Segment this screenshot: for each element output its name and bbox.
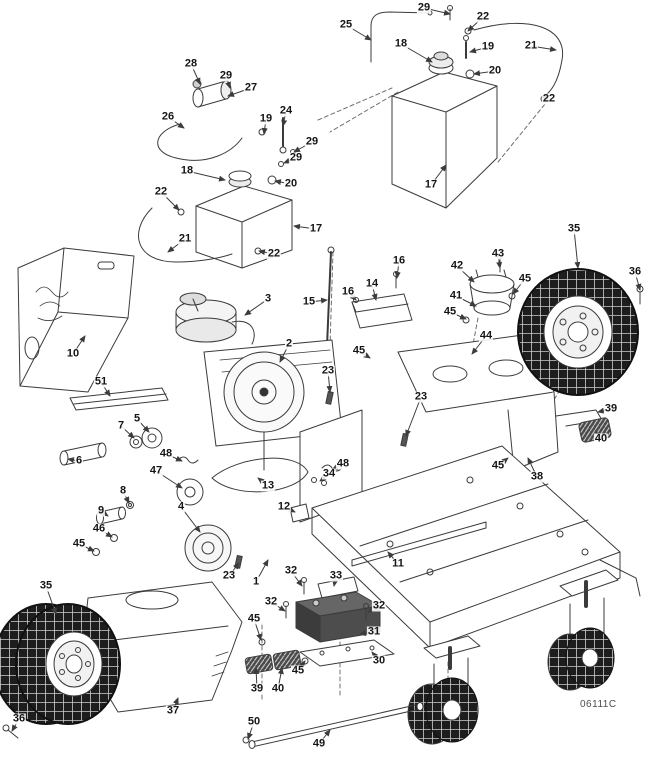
- part-callout-29: 29: [288, 151, 304, 164]
- diagram-code: 06111C: [580, 699, 617, 710]
- part-callout-8: 8: [118, 484, 128, 497]
- part-callout-11: 11: [391, 557, 405, 570]
- rear-tire-right: [517, 268, 644, 396]
- part-callout-45: 45: [71, 537, 87, 550]
- fuel-tank-left: [138, 170, 293, 269]
- part-callout-12: 12: [276, 500, 292, 513]
- part-callout-21: 21: [523, 39, 539, 52]
- part-callout-15: 15: [301, 295, 317, 308]
- part-callout-29: 29: [416, 1, 432, 14]
- part-callout-36: 36: [11, 712, 27, 725]
- part-callout-31: 31: [366, 625, 382, 638]
- part-callout-44: 44: [478, 329, 494, 342]
- belt-shield: [17, 247, 135, 393]
- part-callout-5: 5: [132, 412, 142, 425]
- part-callout-34: 34: [321, 467, 337, 480]
- clutch-assembly: [59, 427, 343, 572]
- part-callout-46: 46: [91, 522, 107, 535]
- part-callout-49: 49: [311, 737, 327, 750]
- part-callout-19: 19: [480, 40, 496, 53]
- part-callout-45: 45: [246, 612, 262, 625]
- frame: [299, 409, 641, 649]
- part-callout-1: 1: [251, 575, 261, 588]
- part-callout-9: 9: [96, 504, 106, 517]
- part-callout-40: 40: [270, 682, 286, 695]
- battery-assembly: [244, 576, 395, 675]
- part-callout-45: 45: [442, 305, 458, 318]
- part-callout-39: 39: [603, 402, 619, 415]
- part-callout-19: 19: [258, 112, 274, 125]
- part-callout-2: 2: [284, 337, 294, 350]
- part-callout-45: 45: [290, 664, 306, 677]
- vent-hose-left: [157, 79, 296, 185]
- part-callout-41: 41: [448, 289, 464, 302]
- part-callout-42: 42: [449, 259, 465, 272]
- part-callout-45: 45: [490, 459, 506, 472]
- caster-front-right: [547, 569, 619, 691]
- part-callout-21: 21: [177, 232, 193, 245]
- part-callout-3: 3: [263, 292, 273, 305]
- part-callout-25: 25: [338, 18, 354, 31]
- part-callout-27: 27: [243, 81, 259, 94]
- caster-front-left: [407, 635, 481, 745]
- part-callout-13: 13: [260, 479, 276, 492]
- part-callout-4: 4: [176, 500, 186, 513]
- part-callout-20: 20: [487, 64, 503, 77]
- part-callout-45: 45: [517, 272, 533, 285]
- part-callout-38: 38: [529, 470, 545, 483]
- part-callout-22: 22: [541, 92, 557, 105]
- lift-rod-and-bracket: [326, 246, 413, 347]
- part-callout-47: 47: [148, 464, 164, 477]
- part-callout-32: 32: [263, 595, 279, 608]
- support-rod-bottom: [242, 702, 424, 749]
- part-callout-10: 10: [65, 347, 81, 360]
- engine: [175, 292, 409, 569]
- rear-panel: [397, 333, 612, 471]
- part-callout-50: 50: [246, 715, 262, 728]
- part-callout-36: 36: [627, 265, 643, 278]
- part-callout-6: 6: [74, 454, 84, 467]
- part-callout-40: 40: [593, 432, 609, 445]
- part-callout-43: 43: [490, 247, 506, 260]
- part-callout-48: 48: [335, 457, 351, 470]
- part-callout-48: 48: [158, 447, 174, 460]
- footplate: [81, 581, 243, 713]
- part-callout-33: 33: [328, 569, 344, 582]
- part-callout-28: 28: [183, 57, 199, 70]
- part-callout-16: 16: [340, 285, 356, 298]
- part-callout-22: 22: [266, 247, 282, 260]
- part-callout-35: 35: [38, 579, 54, 592]
- part-callout-22: 22: [153, 185, 169, 198]
- part-callout-16: 16: [391, 254, 407, 267]
- part-callout-20: 20: [283, 177, 299, 190]
- part-callout-14: 14: [364, 277, 380, 290]
- part-callout-29: 29: [218, 69, 234, 82]
- part-callout-24: 24: [278, 104, 294, 117]
- spacer-cup: [462, 253, 516, 324]
- part-callout-7: 7: [116, 419, 126, 432]
- part-callout-23: 23: [221, 569, 237, 582]
- part-callout-39: 39: [249, 682, 265, 695]
- part-callout-17: 17: [308, 222, 324, 235]
- part-callout-23: 23: [320, 364, 336, 377]
- part-callout-51: 51: [93, 375, 109, 388]
- rear-tire-left: [0, 603, 121, 739]
- part-callout-26: 26: [160, 110, 176, 123]
- part-callout-45: 45: [351, 344, 367, 357]
- support-bar: [69, 387, 169, 411]
- part-callout-30: 30: [371, 654, 387, 667]
- part-callout-18: 18: [179, 164, 195, 177]
- part-callout-18: 18: [393, 37, 409, 50]
- part-callout-32: 32: [283, 564, 299, 577]
- part-callout-32: 32: [371, 599, 387, 612]
- part-callout-22: 22: [475, 10, 491, 23]
- part-callout-35: 35: [566, 222, 582, 235]
- part-callout-37: 37: [165, 704, 181, 717]
- part-callout-23: 23: [413, 390, 429, 403]
- part-callout-29: 29: [304, 135, 320, 148]
- part-callout-17: 17: [423, 178, 439, 191]
